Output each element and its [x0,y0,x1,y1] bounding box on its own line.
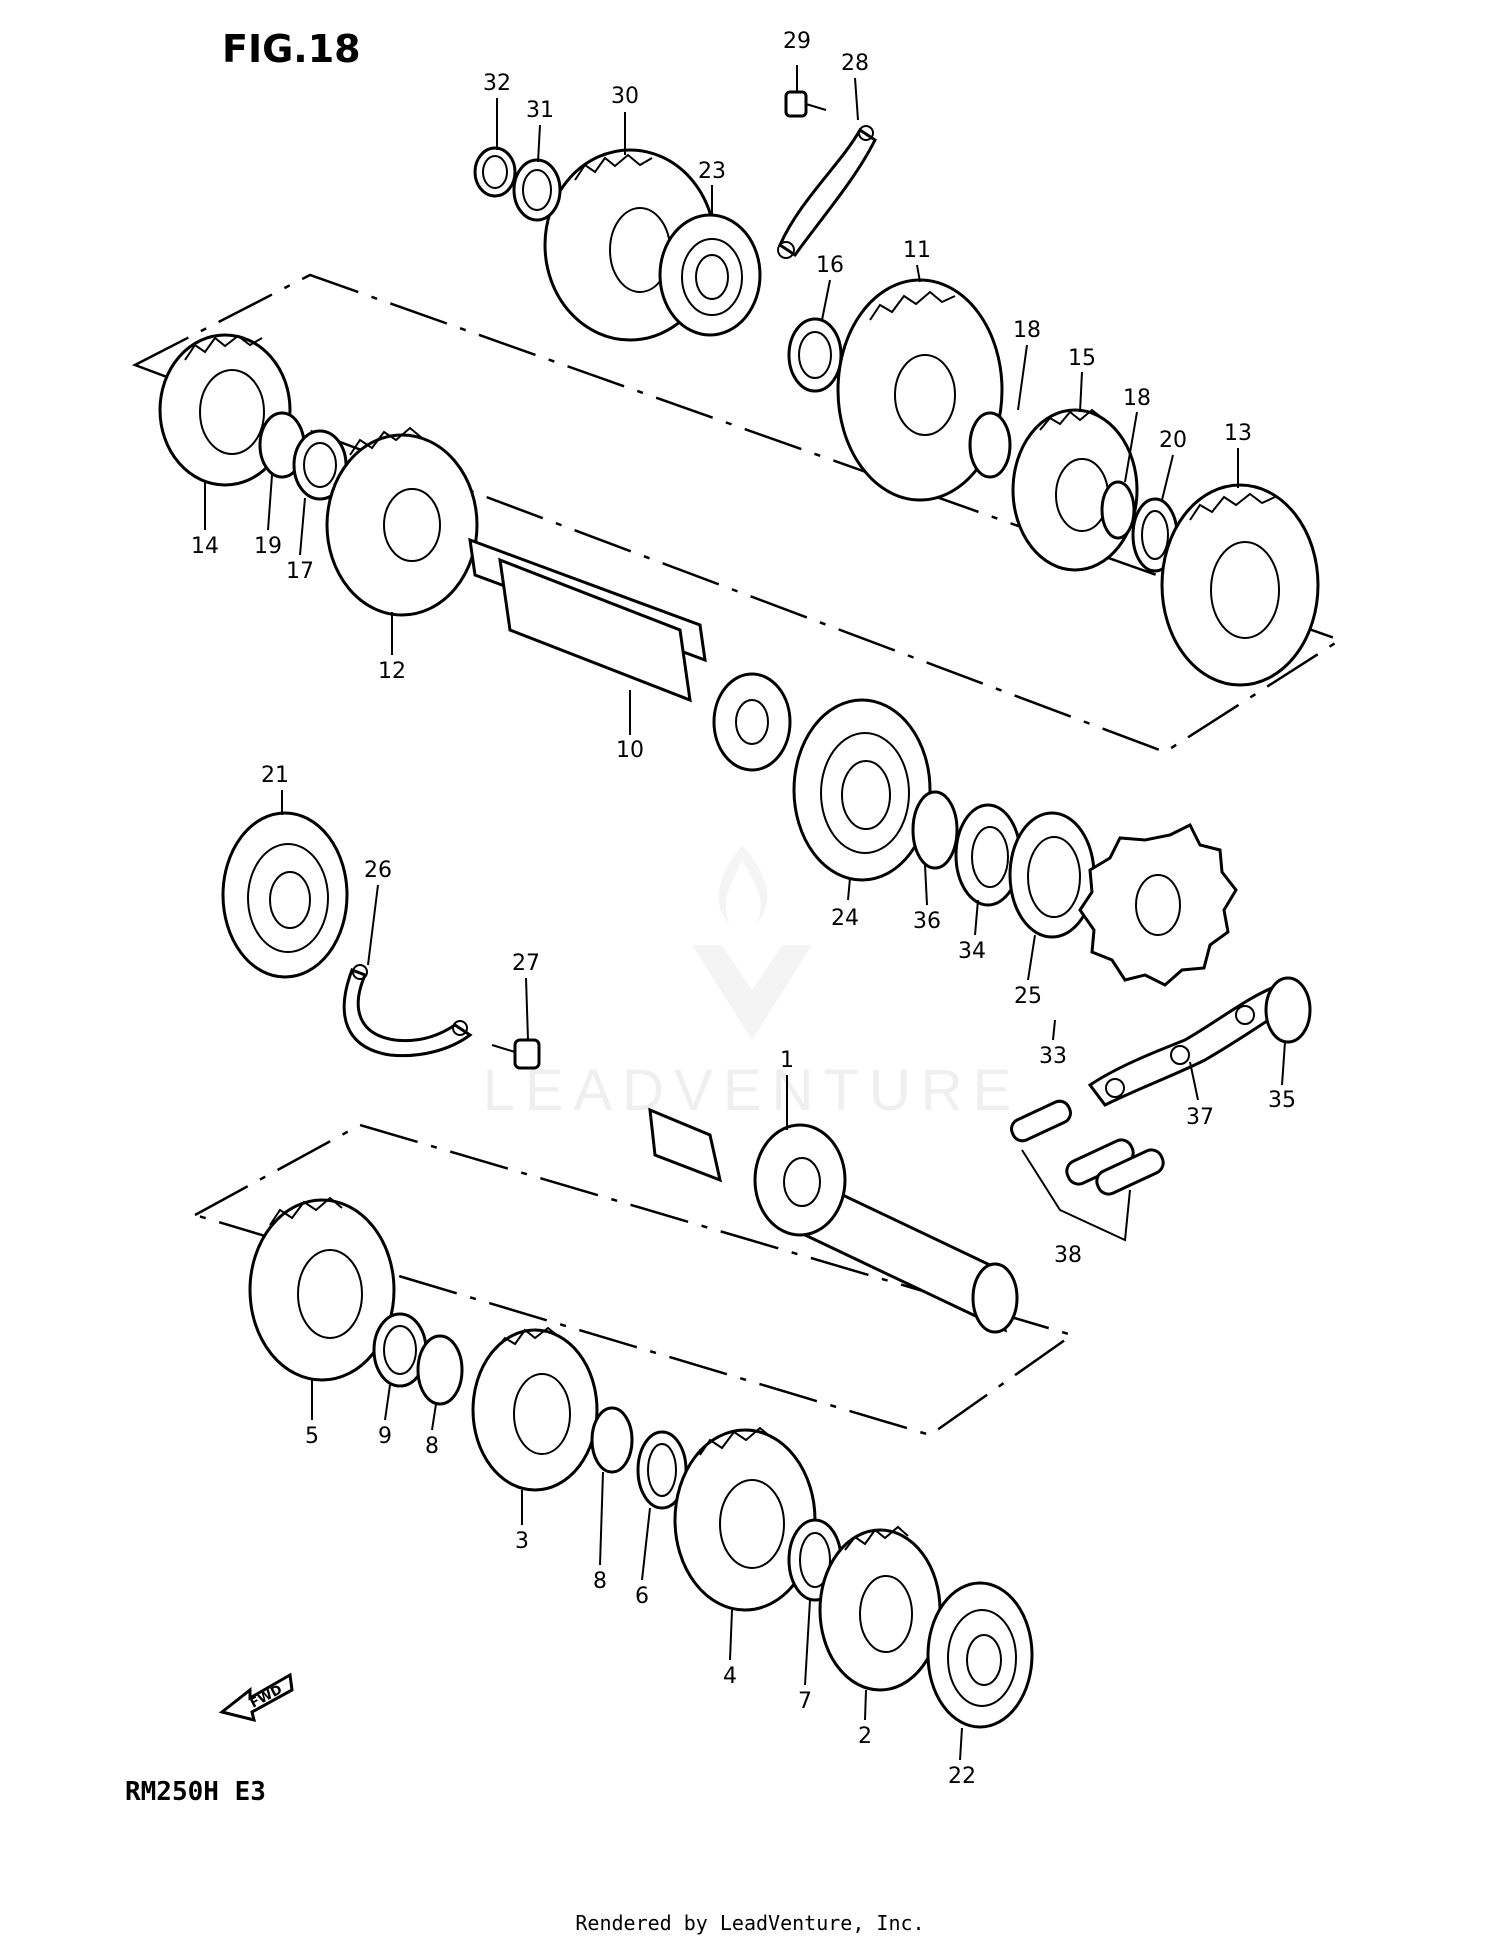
callout-16: 16 [816,253,844,278]
callout-34: 34 [958,939,986,964]
part-8-circlip-lower [590,1406,634,1474]
callout-25: 25 [1014,984,1042,1009]
callout-6: 6 [635,1584,649,1609]
part-16-washer [787,317,843,393]
callout-7: 7 [798,1689,812,1714]
part-1-driveshaft [648,1107,1019,1334]
callout-15: 15 [1068,346,1096,371]
callout-38: 38 [1054,1243,1082,1268]
part-28-bearing-retainer [777,125,877,259]
callout-17: 17 [286,559,314,584]
part-3-gear [471,1326,599,1492]
callout-37: 37 [1186,1105,1214,1130]
figure-title: FIG.18 [222,27,361,71]
callout-30: 30 [611,84,639,109]
callout-3: 3 [515,1529,529,1554]
callout-10: 10 [616,738,644,763]
footer-credit: Rendered by LeadVenture, Inc. [575,1911,924,1935]
callout-36: 36 [913,909,941,934]
part-36-o-ring [911,790,959,870]
part-29-screw [784,90,827,118]
callout-13: 13 [1224,421,1252,446]
callout-9: 9 [378,1424,392,1449]
driveshaft-frame [191,1123,1075,1437]
part-2-gear [818,1525,942,1692]
part-13-gear [1160,483,1320,687]
part-5-gear [248,1196,396,1382]
part-24-bearing [792,698,932,882]
watermark-text: LEADVENTURE [483,1058,1022,1123]
leadventure-watermark: LEADVENTURE [483,845,1022,1123]
callout-20: 20 [1159,428,1187,453]
callout-8-lower: 8 [593,1569,607,1594]
part-22-bearing [926,1581,1034,1729]
part-18-circlip-upper [968,411,1012,479]
callout-19: 19 [254,534,282,559]
fwd-label: FWD [248,1682,285,1711]
callout-29: 29 [783,29,811,54]
leader-lines [204,65,1286,1761]
part-31-washer [512,158,562,222]
part-26-bearing-retainer [342,964,473,1058]
callout-26: 26 [364,858,392,883]
callout-8-upper: 8 [425,1434,439,1459]
callout-labels: 29 28 32 31 30 23 16 11 18 15 18 20 13 1… [191,29,1296,1789]
callout-1: 1 [780,1048,794,1073]
callout-22: 22 [948,1764,976,1789]
callout-32: 32 [483,71,511,96]
callout-18-lower: 18 [1123,386,1151,411]
fwd-arrow-icon: FWD [218,1672,294,1723]
callout-27: 27 [512,951,540,976]
callout-33: 33 [1039,1044,1067,1069]
part-14-gear [158,333,292,487]
callout-14: 14 [191,534,219,559]
part-32-circlip [473,146,517,198]
callout-12: 12 [378,659,406,684]
part-11-gear [836,278,1004,502]
callout-21: 21 [261,763,289,788]
callout-35: 35 [1268,1088,1296,1113]
callout-24: 24 [831,906,859,931]
callout-11: 11 [903,238,931,263]
part-33-sprocket [1078,822,1238,987]
callout-31: 31 [526,98,554,123]
part-18-circlip-lower [1100,480,1136,540]
model-label: RM250H E3 [125,1777,266,1807]
part-8-circlip-upper [416,1334,464,1406]
callout-5: 5 [305,1424,319,1449]
callout-18-upper: 18 [1013,318,1041,343]
part-10-countershaft [468,537,792,772]
part-23-bearing [658,213,762,337]
callout-4: 4 [723,1664,737,1689]
countershaft-frame [131,273,1343,754]
part-25-oil-seal [1008,811,1096,939]
part-9-washer [372,1312,428,1388]
callout-2: 2 [858,1724,872,1749]
callout-28: 28 [841,51,869,76]
part-21-bearing [221,811,349,979]
part-35-chain-clip [1264,976,1312,1044]
part-12-gear [325,426,479,617]
callout-23: 23 [698,159,726,184]
part-38-chain-joint [1010,1099,1165,1242]
